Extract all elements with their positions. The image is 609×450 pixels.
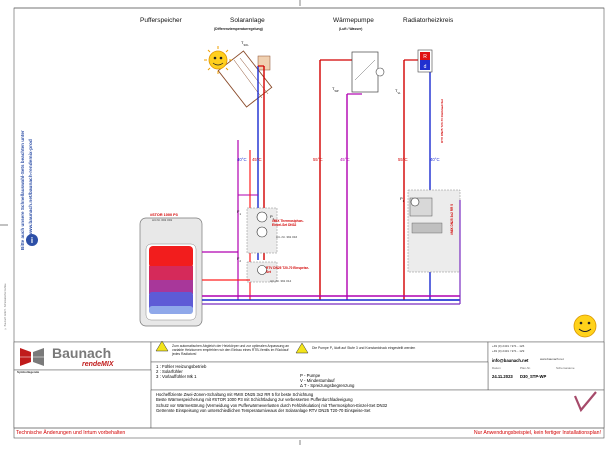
legend-item: 2 : Solarfühler (156, 369, 183, 375)
sensor-label-f1: F1 (237, 209, 241, 216)
legend-item: 3 : Vorlauffühler Mk 1 (156, 374, 197, 380)
check-icon (573, 391, 597, 413)
col-header-waermepumpe: Wärmepumpe (333, 17, 374, 24)
feature-note: Beste Wärmespeicherung mit #STOR 1000 P3… (156, 397, 353, 403)
header-number: Plan-Nr. (520, 366, 531, 370)
header-date: Datum (492, 366, 501, 370)
temp-label: 55°C (398, 157, 408, 162)
key-item: Δ T - Spreizungsbegrenzung (300, 383, 355, 389)
storage-label: #STOR 1000 P3 (150, 213, 178, 217)
web[interactable]: www.baunach.net (540, 357, 564, 361)
feature-note: Getrennte Einspeisung von unterschiedlic… (156, 408, 371, 414)
fax: +49 (0) 2431 / 971 - 129 (492, 349, 525, 353)
promo-line-1: Bitte auch unsere Schnellauswahl-Sets be… (20, 130, 25, 250)
col-subheader-waermepumpe: (Luft / Wasser) (339, 27, 363, 31)
svg-text:i: i (31, 236, 33, 245)
company-logo-sub: rendeMIX (82, 361, 114, 368)
legend-item: 1 : Fühler Heizungsbetrieb (156, 364, 207, 369)
pump-label-p1: P1 (400, 196, 405, 203)
pump-p2-icon (256, 211, 268, 223)
info-box-pump: Die Pumpe P₁ läuft auf Stufe 3 und Konst… (312, 346, 416, 350)
sensor-label-sol: TSOL (241, 40, 249, 47)
baunach-logo (16, 348, 48, 366)
col-subheader-solar: (Differenztemperaturregelung) (214, 27, 263, 31)
storage-art: Art.Nr. 001 001 (152, 218, 173, 222)
sensor-label-f2: F2 (237, 256, 241, 263)
header-schematic: Schemaname (556, 366, 575, 370)
rtv-set-label: RTV DN25 T20-70 Einspeise-Set (266, 266, 310, 274)
pump-label-p2: P2 (270, 214, 275, 221)
feature-notes: Hocheffiziente Zwei-Zonen-Schaltung mit … (156, 392, 556, 414)
svg-text:R: R (423, 54, 427, 60)
feature-note: Hocheffiziente Zwei-Zonen-Schaltung mit … (156, 392, 314, 397)
buffer-storage-tank (139, 217, 203, 327)
footer-right: Nur Anwendungsbeispiel, kein fertiger In… (473, 430, 601, 436)
col-header-radiator: Radiatorheizkreis (403, 17, 454, 24)
side-strip: © Baunach GmbH · Schematischer Aufbau (4, 283, 7, 330)
col-header-puffer: Pufferspeicher (140, 17, 182, 24)
thermo-art: Art.-Nr. 391 016 (276, 235, 298, 239)
tel: +49 (0) 2431 / 971 - 126 (492, 344, 525, 348)
smiley-icon (573, 314, 597, 338)
thermo-set-label: #MIX Thermosiphon-Einzel-Set DN32 (272, 219, 304, 227)
footer-left: Technische Änderungen und Irrtum vorbeha… (16, 430, 126, 436)
col-header-solar: Solaranlage (230, 17, 265, 24)
drawing-no: D30_STP-WP (520, 374, 547, 379)
company-logo-text: Baunach (52, 345, 112, 361)
key-item: P - Pumpe (300, 373, 321, 378)
radiator-unit: R d (417, 49, 433, 73)
warning-icon (155, 340, 169, 352)
temp-label: 40°C (430, 157, 440, 162)
feature-note: Schutz vor Wärmestörung (Vermeidung von … (156, 402, 388, 408)
sensor-label-wp: TWP (332, 86, 339, 93)
promo-link[interactable]: www.baunach.net/baunach-rendemix-prod (29, 139, 34, 236)
date: 24.11.2023 (492, 374, 513, 379)
pump-p1-icon (410, 197, 420, 207)
sensor-legend: 1 : Fühler Heizungsbetrieb 2 : Solarfühl… (156, 364, 206, 380)
temp-label: 45°C (340, 157, 350, 162)
rtv-pipe-label: RTV DN25 T20-70 Rücklauf-Set (440, 98, 444, 143)
temp-label: 45°C (252, 157, 262, 162)
info-icon: i (26, 234, 38, 246)
symbol-key: P - Pumpe V - Mindestumlauf Δ T - Spreiz… (300, 373, 354, 389)
warning-icon (295, 342, 309, 354)
rtv-art: Art.-Nr. 391 014 (270, 279, 292, 283)
svg-text:d: d (424, 64, 427, 70)
info-box-rtb: Zum automatischen Abgleich der Heizkörpe… (172, 344, 290, 356)
mix-set-label: #MIX DN25 3x2 RR 5 (450, 204, 454, 235)
heat-pump-unit (351, 51, 385, 93)
sun-icon (204, 46, 232, 74)
temp-label: 40°C (237, 157, 247, 162)
key-item: V - Mindestumlauf (300, 378, 335, 384)
temp-label: 55°C (313, 157, 323, 162)
legend-title: Symbollegende (17, 370, 40, 374)
email[interactable]: info@baunach.net (492, 358, 529, 363)
sensor-label-vl: TVL (395, 88, 401, 95)
